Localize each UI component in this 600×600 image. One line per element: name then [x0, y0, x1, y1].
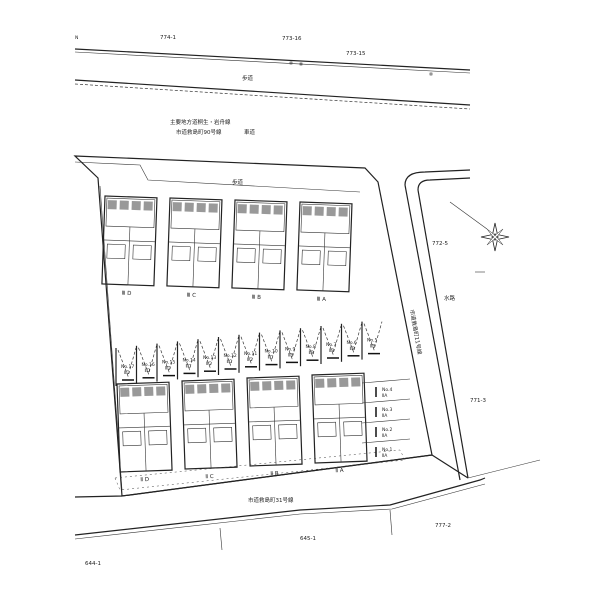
parking-unit: ⅡC: [206, 361, 211, 367]
parking-number: No.10: [265, 349, 278, 355]
inner-sidewalk-label: 歩道: [232, 178, 244, 186]
building: Ⅲ A: [296, 201, 353, 303]
parcel-772-5: 772-5: [432, 241, 448, 247]
parcel-645-1: 645-1: [300, 536, 316, 542]
buildings: Ⅲ D Ⅲ C Ⅲ B Ⅲ A Ⅱ D Ⅱ C Ⅱ B Ⅱ A: [101, 195, 406, 491]
parking-unit: ⅡB: [309, 350, 314, 356]
building-label: Ⅱ A: [335, 468, 344, 474]
building: Ⅲ C: [166, 197, 223, 299]
parcel-771-3: 771-3: [470, 398, 486, 404]
parking-unit: ⅡB: [350, 346, 355, 352]
parking-number: No.13: [203, 355, 216, 361]
parking-number: No.3: [382, 407, 392, 413]
parking-number: No.6: [347, 340, 357, 346]
parking-unit: ⅡD: [145, 368, 151, 374]
main-road-label: 主要地方道桐生・岩舟線: [170, 118, 231, 126]
building: Ⅱ D: [116, 381, 173, 483]
parcel-773-15: 773-15: [346, 51, 366, 57]
parking-unit: ⅡC: [186, 363, 191, 369]
parking-unit: ⅡC: [247, 357, 252, 363]
parking-number: No.16: [142, 362, 155, 368]
south-road: [74, 454, 486, 551]
sidewalk-label: 歩道: [242, 74, 254, 82]
parking-number: No.5: [367, 338, 377, 344]
parking-number: No.9: [285, 346, 295, 352]
parking-unit: ⅡC: [268, 355, 273, 361]
parcel-777-2: 777-2: [435, 523, 451, 529]
parking-unit: ⅡD: [124, 370, 130, 376]
building-label: Ⅱ D: [140, 477, 149, 483]
parking-number: No.2: [382, 427, 392, 433]
parking-unit: ⅡC: [227, 359, 232, 365]
building: Ⅱ B: [246, 375, 303, 477]
parking-unit: ⅡA: [382, 413, 388, 419]
building: Ⅲ B: [231, 199, 288, 301]
parking-unit: ⅡB: [288, 352, 293, 358]
parcel-774-1: 774-1: [160, 35, 176, 41]
compass-icon: [449, 201, 510, 273]
parking-number: No.4: [382, 387, 392, 393]
parking-number: No.7: [326, 342, 336, 348]
parking-unit: ⅡA: [382, 393, 388, 399]
parcel-644-1: 644-1: [85, 561, 101, 567]
building-label: Ⅱ C: [205, 474, 214, 480]
building-label: Ⅲ C: [186, 293, 196, 299]
parking-unit: ⅡA: [382, 453, 388, 459]
parking: No.17ⅡDNo.16ⅡDNo.15ⅡDNo.14ⅡCNo.13ⅡCNo.12…: [115, 321, 411, 459]
carriageway-label: 車道: [244, 128, 256, 136]
building-label: Ⅲ D: [121, 291, 131, 297]
building-label: Ⅲ B: [251, 295, 261, 301]
parking-unit: ⅡD: [165, 366, 171, 372]
parking-unit: ⅡB: [329, 348, 334, 354]
north-road: [74, 48, 471, 110]
parking-number: No.15: [162, 360, 175, 366]
parking-unit: ⅡB: [370, 344, 375, 350]
parking-number: No.12: [224, 353, 237, 359]
waterway-label: 水路: [444, 294, 456, 302]
building-label: Ⅲ A: [316, 297, 326, 303]
north-mark: N: [75, 35, 78, 41]
parking-number: No.1: [382, 447, 392, 453]
parking-number: No.17: [121, 364, 134, 370]
city-road-31-label: 市道救島町31号線: [248, 496, 294, 504]
building: Ⅱ C: [181, 378, 238, 480]
east-road: [404, 169, 541, 481]
building: Ⅲ D: [101, 195, 158, 297]
building-label: Ⅱ B: [270, 471, 279, 477]
parcel-773-16: 773-16: [282, 36, 302, 42]
city-road-90-label: 市道救島町90号線: [176, 128, 222, 136]
parking-number: No.14: [183, 357, 196, 363]
building: Ⅱ A: [311, 372, 368, 474]
parking-unit: ⅡA: [382, 433, 388, 439]
parking-number: No.8: [306, 344, 316, 350]
parking-number: No.11: [244, 351, 257, 357]
